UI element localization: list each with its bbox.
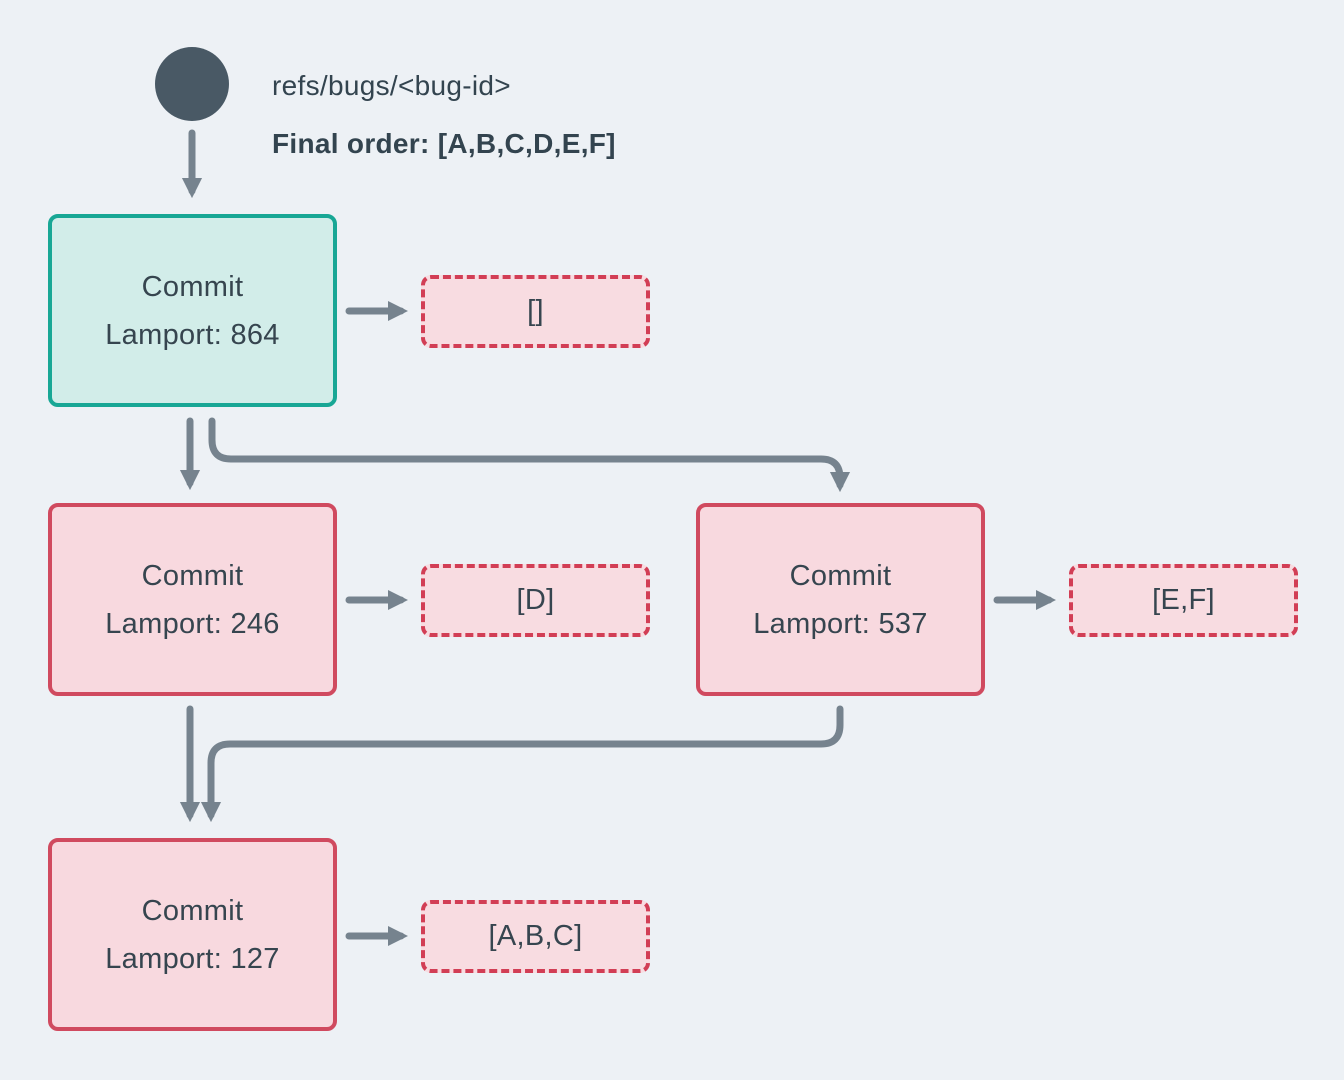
commit-lamport: Lamport: 537 [753, 607, 928, 640]
branch-ref-dot [155, 47, 229, 121]
payload-label: [A,B,C] [488, 920, 583, 952]
payload-box-127: [A,B,C] [421, 900, 650, 973]
commit-lamport: Lamport: 864 [105, 318, 280, 351]
edge-864-to-537 [208, 417, 851, 493]
payload-label: [] [527, 295, 544, 327]
final-order-label: Final order: [A,B,C,D,E,F] [272, 128, 616, 159]
commit-title: Commit [141, 894, 244, 927]
commit-title: Commit [141, 559, 244, 592]
commit-node-127: Commit Lamport: 127 [48, 838, 337, 1031]
commit-node-537: Commit Lamport: 537 [696, 503, 985, 696]
branch-ref-label: refs/bugs/<bug-id> [272, 70, 511, 101]
commit-title: Commit [141, 270, 244, 303]
commit-node-864: Commit Lamport: 864 [48, 214, 337, 407]
payload-label: [E,F] [1152, 584, 1215, 616]
commit-lamport: Lamport: 127 [105, 942, 280, 975]
payload-box-864: [] [421, 275, 650, 348]
commit-node-246: Commit Lamport: 246 [48, 503, 337, 696]
payload-label: [D] [516, 584, 555, 616]
commit-title: Commit [789, 559, 892, 592]
payload-box-246: [D] [421, 564, 650, 637]
payload-box-537: [E,F] [1069, 564, 1298, 637]
commit-lamport: Lamport: 246 [105, 607, 280, 640]
edge-537-to-127 [200, 705, 844, 823]
